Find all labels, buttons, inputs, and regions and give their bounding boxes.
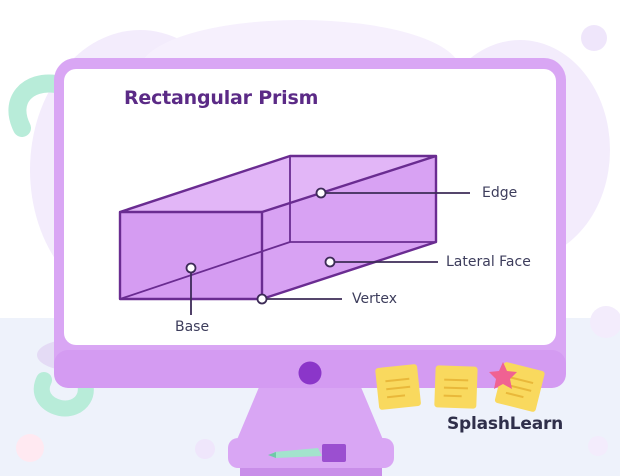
sticky-note-icon [434,365,478,409]
base-marker [185,262,197,274]
power-button-icon [298,361,322,385]
label-pointers [185,187,470,315]
vertex-marker [256,293,268,305]
prism-front-face [120,212,262,299]
lateral-face-marker [324,256,336,268]
mint-swirl-bottom [33,364,94,417]
edge-label: Edge [482,185,518,201]
rectangular-prism [118,154,438,301]
vertex-label: Vertex [352,291,398,307]
base-label: Base [175,319,210,335]
lateral-face-label: Lateral Face [446,254,531,270]
sticky-note-icon [375,364,421,410]
prism-top-face [120,156,436,212]
pen-icon [268,444,346,462]
prism-right-face [262,156,436,299]
diagram-title: Rectangular Prism [124,87,319,109]
brand-logo: SplashLearn [447,414,564,434]
star-icon [489,362,517,389]
edge-marker [315,187,327,199]
